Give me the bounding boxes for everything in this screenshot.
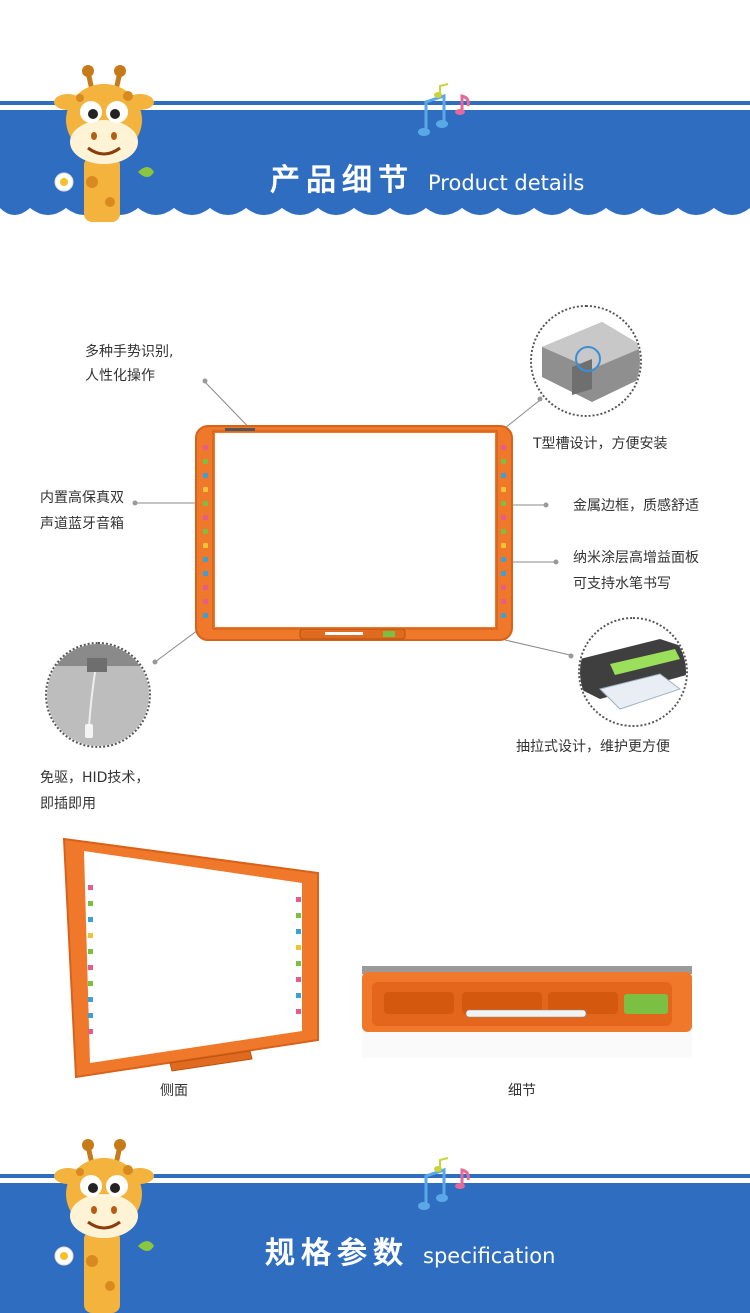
callout-driver-free-line1: 免驱，HID技术， (40, 770, 150, 786)
footer-banner-title: 规格参数 specification (265, 1228, 555, 1272)
t-slot-profile-icon (532, 307, 640, 415)
side-view-caption: 侧面 (160, 1083, 188, 1099)
music-notes-footer-icon (418, 1157, 470, 1210)
detail-circle-usb (45, 642, 151, 748)
banner-title: 产品细节 Product details (270, 155, 584, 199)
header-banner: 产品细节 Product details (0, 0, 750, 230)
callout-nano-panel-line1: 纳米涂层高增益面板 (573, 550, 699, 566)
whiteboard-front-view (195, 425, 513, 641)
pull-out-drawer-icon (580, 619, 686, 725)
callout-speaker: 内置高保真双 声道蓝牙音箱 (40, 485, 124, 537)
whiteboard-side-view (62, 837, 319, 1079)
callout-gesture-line2: 人性化操作 (85, 368, 155, 384)
giraffe-mascot-footer-icon (54, 1139, 154, 1313)
callout-gesture: 多种手势识别, 人性化操作 (85, 340, 173, 388)
banner-title-en: Product details (428, 171, 585, 195)
footer-banner-background (0, 1174, 750, 1313)
detail-circle-tslot (530, 305, 642, 417)
banner-background (0, 101, 750, 215)
footer-banner-title-en: specification (423, 1244, 556, 1268)
callout-metal-frame: 金属边框，质感舒适 (573, 498, 699, 514)
footer-banner-title-cn: 规格参数 (265, 1236, 409, 1271)
usb-cable-icon (47, 644, 149, 746)
giraffe-mascot-icon (54, 65, 154, 222)
callout-drawer: 抽拉式设计，维护更方便 (516, 739, 670, 755)
callout-nano-panel: 纳米涂层高增益面板 可支持水笔书写 (573, 545, 699, 597)
callout-speaker-line1: 内置高保真双 (40, 490, 124, 506)
footer-banner: 规格参数 specification (0, 1130, 750, 1313)
callout-driver-free-line2: 即插即用 (40, 796, 96, 812)
callout-speaker-line2: 声道蓝牙音箱 (40, 516, 124, 532)
detail-caption: 细节 (508, 1083, 536, 1099)
callout-nano-panel-line2: 可支持水笔书写 (573, 576, 671, 592)
detail-circle-drawer (578, 617, 688, 727)
music-notes-icon (418, 83, 470, 136)
callout-gesture-line1: 多种手势识别, (85, 344, 174, 360)
callout-driver-free: 免驱，HID技术， 即插即用 (40, 765, 149, 817)
pen-tray-detail-photo (362, 966, 692, 1058)
callout-tslot: T型槽设计，方便安装 (533, 436, 668, 452)
banner-title-cn: 产品细节 (270, 163, 414, 198)
